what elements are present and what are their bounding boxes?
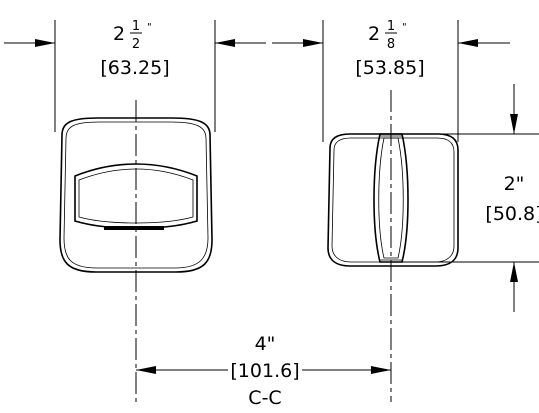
depth-unit: " xyxy=(402,22,407,33)
side-body-inner-outline xyxy=(331,137,455,263)
depth-metric: [53.85] xyxy=(355,57,424,79)
cc-metric: [101.6] xyxy=(230,360,299,382)
depth-whole: 2 xyxy=(368,23,380,45)
height-label: 2" xyxy=(504,173,525,195)
side-view xyxy=(327,133,459,267)
cc-sub: C-C xyxy=(248,387,281,409)
width-metric: [63.25] xyxy=(100,57,169,79)
width-whole: 2 xyxy=(113,23,125,45)
depth-numerator: 1 xyxy=(387,19,395,34)
front-handle-tab xyxy=(104,226,164,230)
front-view xyxy=(59,117,213,273)
cc-label: 4" xyxy=(255,333,276,355)
width-dimension: 2 1 2 " [63.25] xyxy=(4,19,266,132)
depth-denominator: 8 xyxy=(387,37,395,52)
height-dimension: 2" [50.8] xyxy=(394,84,539,312)
width-denominator: 2 xyxy=(132,37,140,52)
front-body-outline xyxy=(59,117,213,273)
height-metric: [50.8] xyxy=(485,203,539,225)
side-handle-inner xyxy=(378,137,404,259)
cc-dimension: 4" [101.6] C-C xyxy=(136,333,391,409)
depth-dimension: 2 1 8 " [53.85] xyxy=(272,19,510,142)
width-numerator: 1 xyxy=(132,19,140,34)
front-body-inner-outline xyxy=(63,121,209,269)
front-handle-inner xyxy=(78,168,194,224)
side-body-outline xyxy=(327,133,459,267)
width-unit: " xyxy=(147,22,152,33)
